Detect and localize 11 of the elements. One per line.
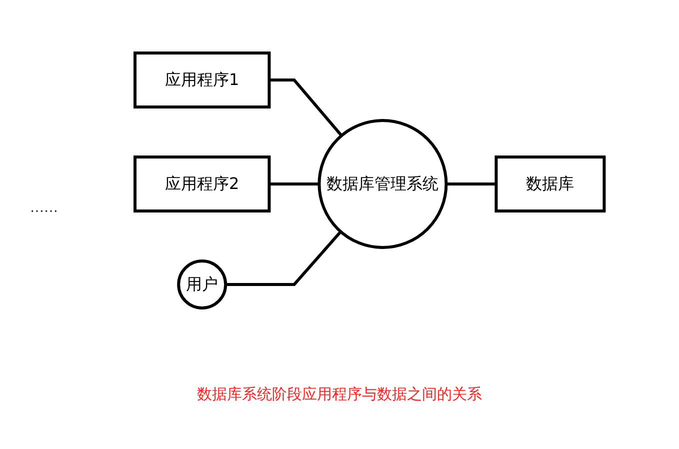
caption: 数据库系统阶段应用程序与数据之间的关系 [196, 385, 483, 404]
node-circle: 数据库管理系统 [318, 118, 448, 248]
connector [446, 182, 497, 185]
connector [226, 230, 342, 286]
node-box: 应用程序2 [134, 155, 272, 212]
connector [270, 78, 344, 136]
node-box: 数据库 [495, 155, 606, 212]
connector [270, 182, 320, 185]
ellipsis-note: …… [30, 200, 58, 216]
node-box: 应用程序1 [134, 51, 272, 108]
node-circle: 用户 [178, 259, 228, 309]
